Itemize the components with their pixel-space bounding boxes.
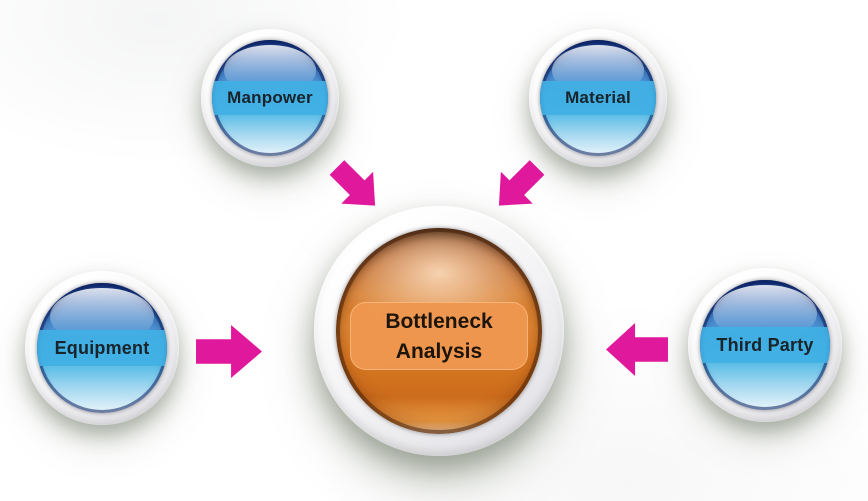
manpower-label-band: Manpower (212, 81, 328, 115)
equipment-button-face: Equipment (37, 283, 167, 413)
node-third-party: Third Party (688, 268, 842, 422)
node-equipment: Equipment (25, 271, 179, 425)
third-party-label-band: Third Party (700, 327, 830, 363)
equipment-label-band: Equipment (37, 330, 167, 366)
material-label: Material (565, 88, 631, 107)
equipment-label: Equipment (54, 337, 150, 358)
manpower-button-face: Manpower (212, 40, 328, 156)
third-party-button-face: Third Party (700, 280, 830, 410)
bottleneck-button-face: Bottleneck Analysis (336, 228, 542, 434)
bottleneck-label-line1: Bottleneck (385, 309, 493, 333)
arrow-material-to-center-icon (483, 151, 553, 221)
manpower-label: Manpower (227, 88, 313, 107)
node-material: Material (529, 29, 667, 167)
node-bottleneck-analysis: Bottleneck Analysis (314, 206, 564, 456)
material-label-band: Material (540, 81, 656, 115)
arrow-third-party-to-center-icon (606, 323, 668, 376)
bottleneck-label-line2: Analysis (395, 339, 483, 363)
material-button-face: Material (540, 40, 656, 156)
node-manpower: Manpower (201, 29, 339, 167)
arrow-manpower-to-center-icon (321, 151, 391, 221)
arrow-equipment-to-center-icon (196, 325, 262, 378)
bottleneck-label-band: Bottleneck Analysis (350, 302, 528, 370)
third-party-label: Third Party (716, 334, 814, 355)
